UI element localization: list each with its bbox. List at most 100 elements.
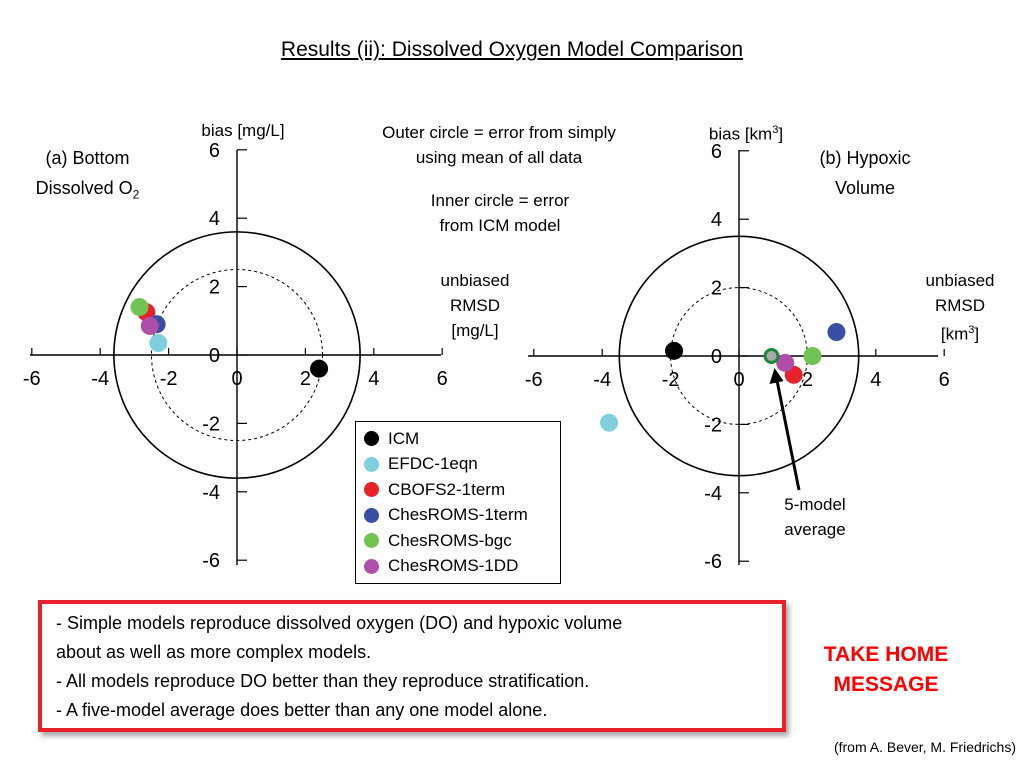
x-tick-label: 4 [368, 368, 379, 390]
legend-item: ICM [364, 426, 560, 452]
legend-label: ChesROMS-1term [388, 505, 528, 525]
y-tick-label: 4 [711, 209, 722, 231]
y-tick-label: -6 [704, 551, 722, 573]
data-point [130, 298, 149, 317]
x-tick-label: 6 [437, 368, 448, 390]
plot-b-title-line2: Volume [834, 178, 896, 198]
y-tick-label: -6 [202, 550, 220, 572]
message-line-4: - A five-model average does better than … [56, 700, 548, 720]
x-tick-label: -6 [23, 368, 41, 390]
legend-label: ChesROMS-bgc [388, 530, 512, 550]
y-tick-label: -2 [202, 413, 220, 435]
average-label-line2: average [784, 520, 846, 539]
plot-b-xlabel-line3: [km3] [940, 324, 980, 344]
take-home-message: TAKE HOME MESSAGE [796, 640, 976, 700]
x-tick-label: 2 [802, 369, 813, 391]
legend-label: CBOFS2-1term [388, 479, 506, 499]
charts-svg: -6 -4 -2 0 2 4 6 -6 -4 -2 0 2 4 6 -6 -4 -2 0 2 4 6 -6 -4 -2 0 2 4… [23, 140, 950, 573]
plot-b-xlabel-line2: RMSD [934, 296, 986, 315]
x-tick-label: 0 [231, 368, 242, 390]
plot-b-title-line1: (b) Hypoxic [819, 148, 911, 168]
y-tick-label: 2 [209, 277, 220, 299]
take-home-line2: MESSAGE [833, 673, 939, 696]
data-point [149, 334, 168, 353]
data-point [140, 316, 159, 335]
y-tick-label: 0 [711, 346, 722, 368]
legend-item: EFDC-1eqn [364, 452, 560, 478]
y-tick-label: -4 [202, 482, 220, 504]
y-tick-label: 6 [209, 140, 220, 162]
legend-dot [364, 431, 379, 447]
x-tick-label: -2 [160, 368, 178, 390]
legend-label: ICM [388, 428, 420, 448]
outer-circle [113, 231, 361, 479]
data-point [310, 359, 329, 378]
average-arrow-shaft [774, 372, 801, 491]
x-tick-label: 6 [939, 369, 950, 391]
plot-a-xlabel-line2: RMSD [449, 296, 501, 315]
legend-dot [364, 507, 379, 523]
y-tick-label: 4 [209, 208, 220, 230]
legend-item: ChesROMS-bgc [364, 528, 560, 554]
plot-b: -6 -4 -2 0 2 4 6 -6 -4 -2 0 2 4 6 [525, 141, 950, 573]
plot-b-xlabel-line1: unbiased [925, 271, 995, 290]
x-tick-label: -2 [662, 369, 680, 391]
y-tick-label: 2 [711, 278, 722, 300]
plot-a-xlabel-line1: unbiased [440, 271, 510, 290]
legend-label: EFDC-1eqn [388, 454, 478, 474]
x-tick-label: 0 [733, 369, 744, 391]
x-tick-label: -6 [525, 369, 543, 391]
y-tick-label: 6 [711, 141, 722, 163]
plot-b-title: (b) Hypoxic Volume [790, 143, 940, 203]
x-tick-label: 4 [870, 369, 881, 391]
note-inner-line1: Inner circle = error [430, 191, 570, 210]
message-box: - Simple models reproduce dissolved oxyg… [38, 600, 786, 732]
plot-a: -6 -4 -2 0 2 4 6 -6 -4 -2 0 2 4 6 [23, 140, 448, 572]
note-inner-circle: Inner circle = error from ICM model [375, 188, 625, 238]
legend-dot [364, 533, 379, 549]
y-tick-label: 0 [209, 345, 220, 367]
legend-dot [364, 558, 379, 574]
legend-item: CBOFS2-1term [364, 477, 560, 503]
plot-a-title-line1: (a) Bottom [45, 148, 130, 168]
note-outer-line2: using mean of all data [415, 148, 583, 167]
legend-dot [364, 482, 379, 498]
legend-dot [364, 456, 379, 472]
credit: (from A. Bever, M. Friedrichs) [833, 739, 1016, 755]
average-point [763, 348, 780, 364]
y-tick-label: -4 [704, 483, 722, 505]
x-tick-label: 2 [300, 368, 311, 390]
average-label-line1: 5-model [784, 495, 846, 514]
plot-a-xlabel: unbiased RMSD [mg/L] [415, 268, 535, 343]
message-line-1: - Simple models reproduce dissolved oxyg… [56, 613, 623, 633]
note-inner-line2: from ICM model [439, 216, 561, 235]
data-point [827, 323, 846, 342]
x-tick-label: -4 [91, 368, 109, 390]
note-outer-circle: Outer circle = error from simply using m… [340, 120, 658, 170]
y-tick-label: -2 [704, 414, 722, 436]
plot-b-xlabel: unbiased RMSD [km3] [905, 268, 1015, 347]
legend-item: ChesROMS-1term [364, 503, 560, 529]
x-tick-label: -4 [593, 369, 611, 391]
note-outer-line1: Outer circle = error from simply [382, 123, 616, 142]
average-arrow-head [769, 368, 784, 384]
inner-circle [151, 269, 323, 441]
page-title: Results (ii): Dissolved Oxygen Model Com… [280, 38, 744, 61]
plot-a-title: (a) Bottom Dissolved O2 [20, 143, 155, 210]
outer-circle [618, 235, 860, 477]
average-label: 5-model average [760, 492, 870, 542]
take-home-line1: TAKE HOME [823, 643, 949, 666]
data-point [600, 413, 619, 432]
data-point [665, 341, 684, 360]
legend-label: ChesROMS-1DD [388, 556, 519, 576]
data-point [803, 347, 822, 365]
plot-a-title-line2: Dissolved O2 [35, 178, 140, 202]
message-line-3: - All models reproduce DO better than th… [56, 671, 590, 691]
legend-item: ChesROMS-1DD [364, 554, 560, 580]
plot-b-ylabel: bias [km3] [708, 124, 784, 144]
message-line-2: about as well as more complex models. [56, 642, 372, 662]
data-point [776, 353, 795, 372]
plot-a-ylabel: bias [mg/L] [201, 121, 285, 140]
plot-a-xlabel-line3: [mg/L] [451, 321, 499, 340]
